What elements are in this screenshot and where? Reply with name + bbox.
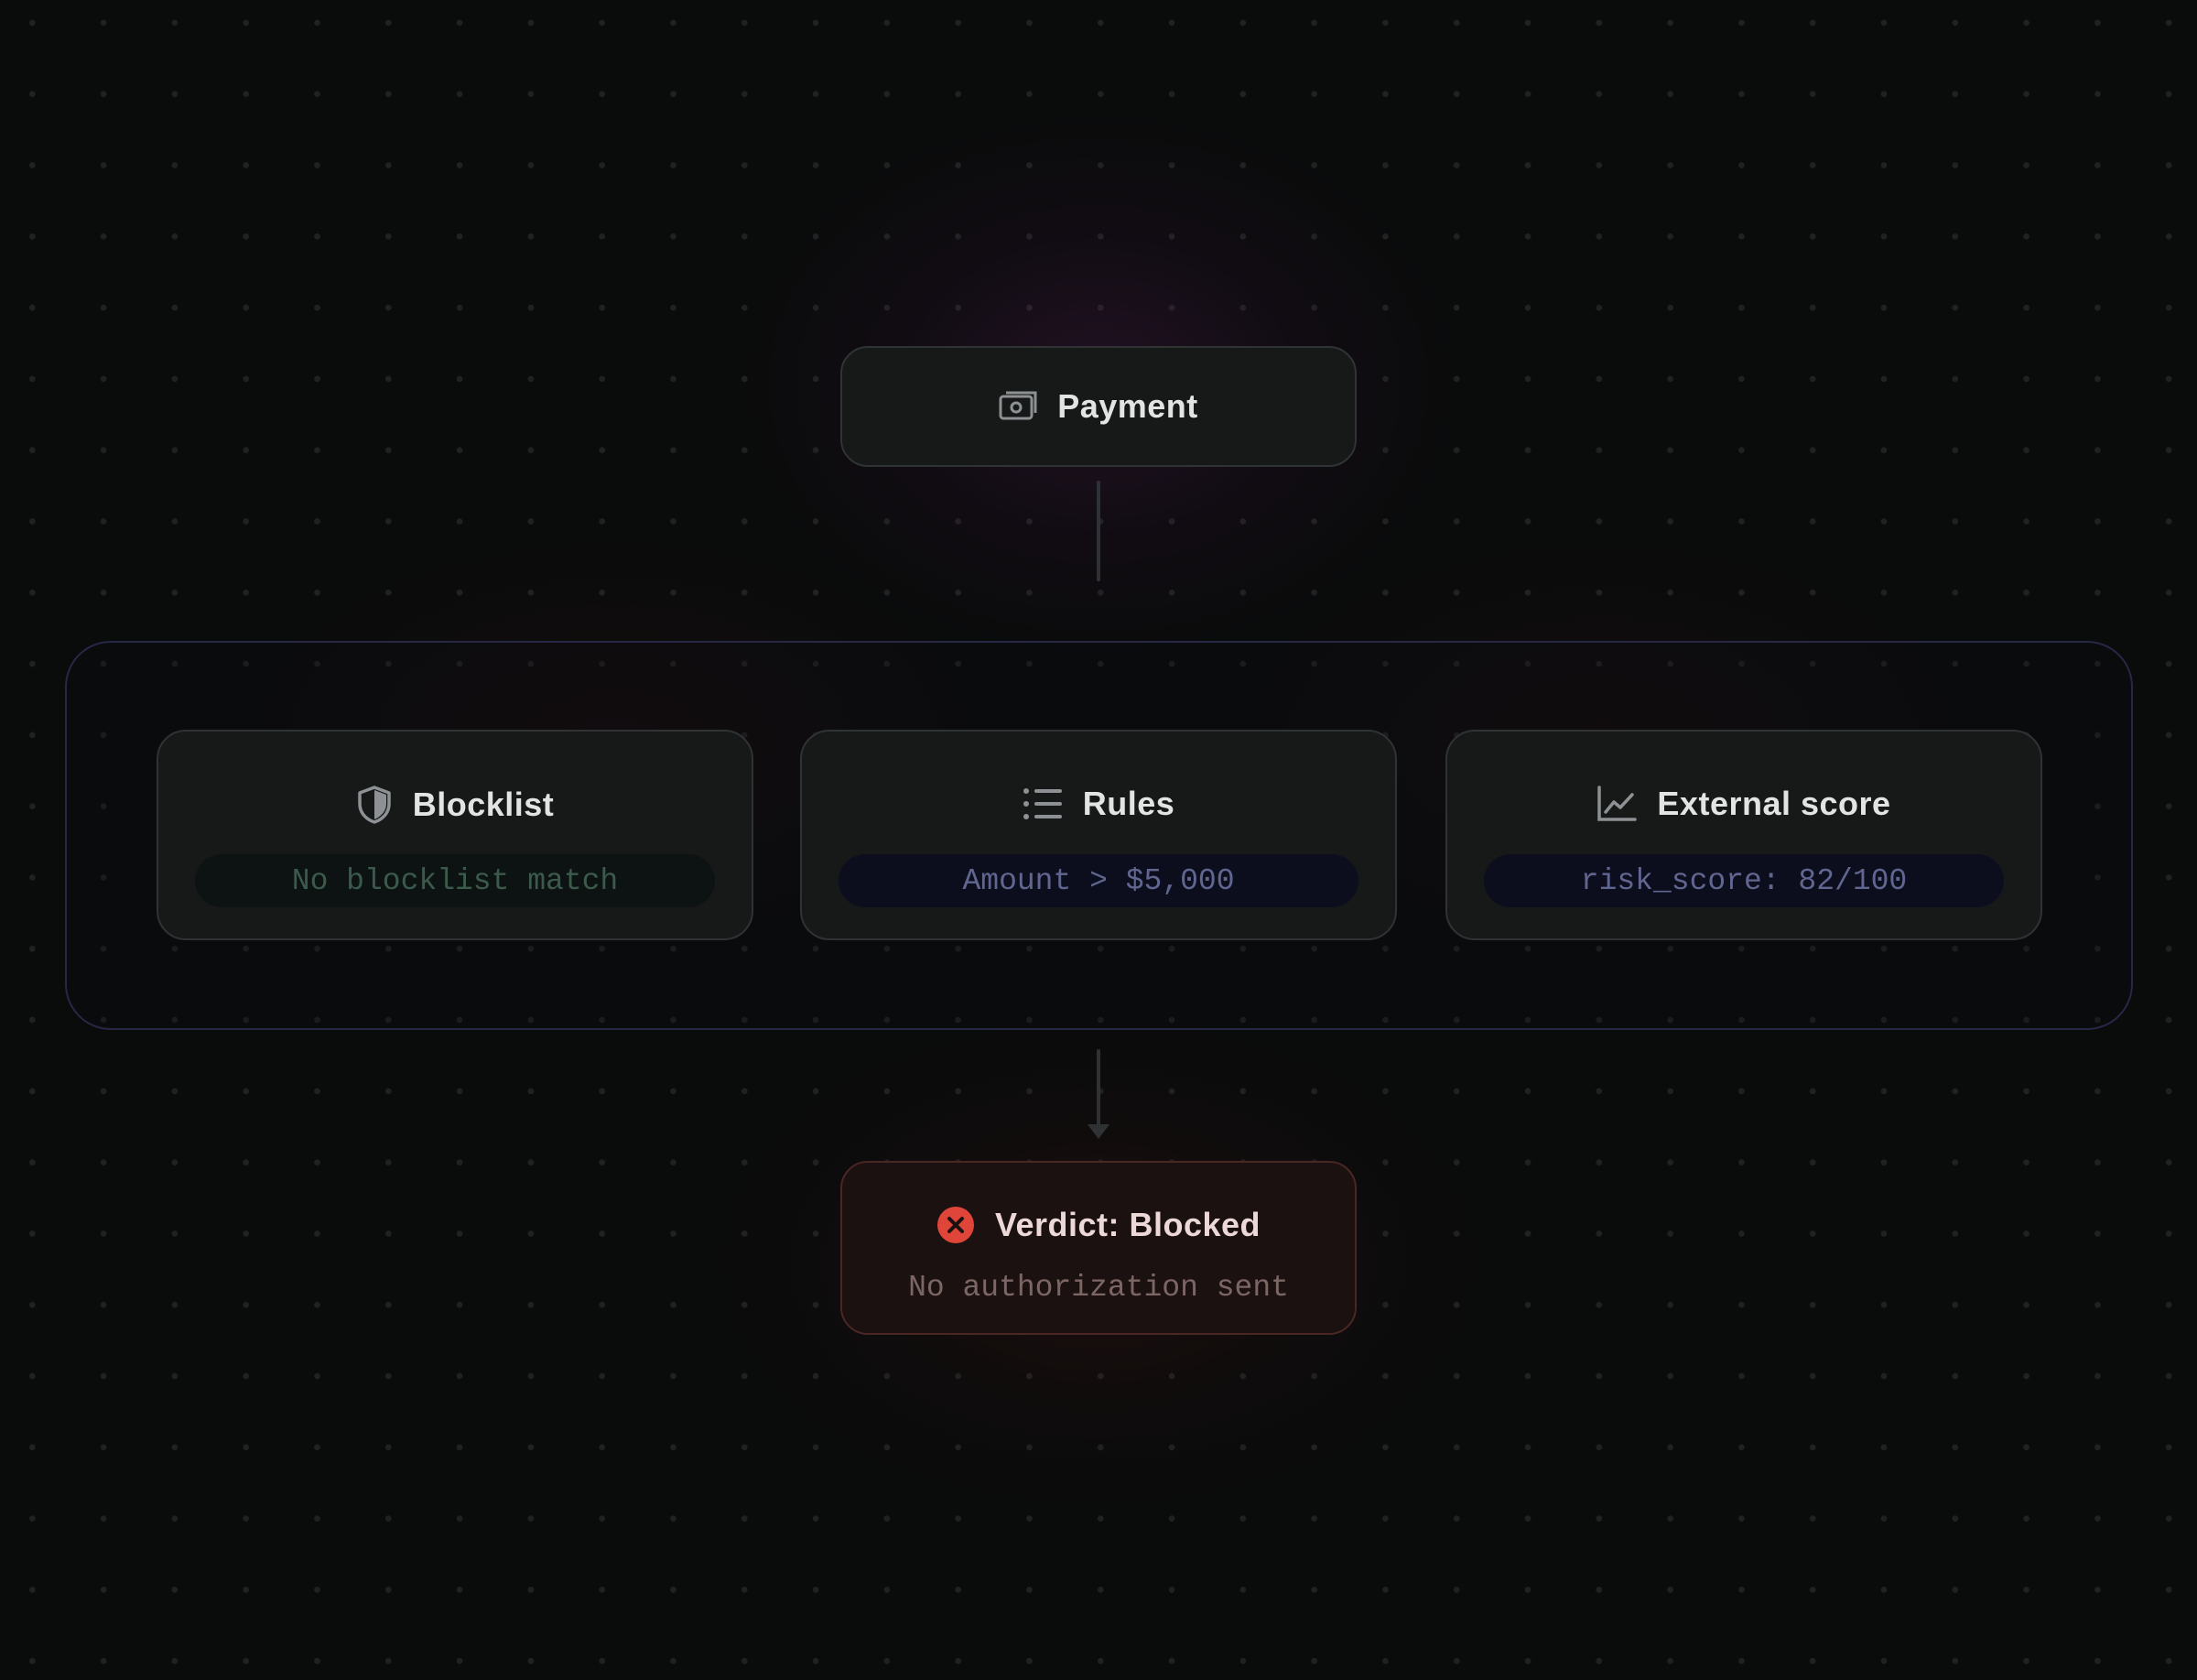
blocklist-header: Blocklist xyxy=(158,785,752,825)
verdict-label: Verdict: Blocked xyxy=(994,1206,1261,1243)
shield-icon xyxy=(356,785,393,825)
payment-node[interactable]: Payment xyxy=(840,346,1357,467)
external-score-result: risk_score: 82/100 xyxy=(1484,854,2004,907)
connector-checks-to-verdict xyxy=(1097,1049,1100,1135)
rules-label: Rules xyxy=(1082,785,1175,822)
list-icon xyxy=(1023,786,1063,821)
rules-node[interactable]: Rules Amount > $5,000 xyxy=(800,730,1397,940)
verdict-node[interactable]: Verdict: Blocked No authorization sent xyxy=(840,1161,1357,1335)
connector-payment-to-checks xyxy=(1097,481,1100,581)
verdict-header: Verdict: Blocked xyxy=(842,1206,1355,1244)
verdict-detail: No authorization sent xyxy=(908,1271,1289,1305)
external-score-node[interactable]: External score risk_score: 82/100 xyxy=(1445,730,2042,940)
blocklist-label: Blocklist xyxy=(412,786,555,823)
rules-header: Rules xyxy=(802,785,1395,823)
blocklist-node[interactable]: Blocklist No blocklist match xyxy=(157,730,753,940)
rules-result: Amount > $5,000 xyxy=(839,854,1358,907)
payment-label: Payment xyxy=(1057,387,1198,425)
banknote-icon xyxy=(999,391,1037,422)
x-circle-icon xyxy=(936,1206,975,1244)
connector-arrow-head xyxy=(1088,1124,1109,1139)
external-score-label: External score xyxy=(1657,785,1891,822)
payment-node-header: Payment xyxy=(999,387,1198,426)
blocklist-result: No blocklist match xyxy=(195,854,715,907)
external-score-header: External score xyxy=(1447,785,2040,823)
line-chart-icon xyxy=(1596,786,1638,822)
